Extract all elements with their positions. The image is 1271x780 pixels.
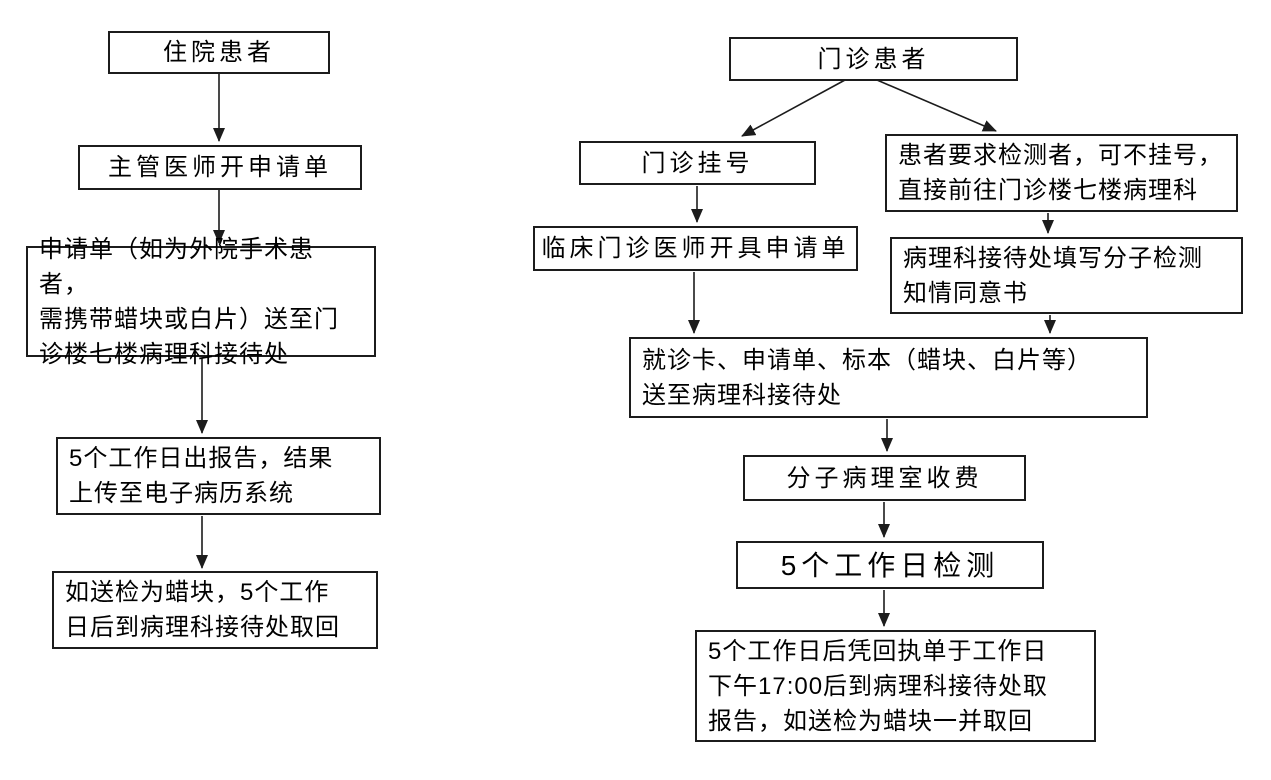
node-attending-doctor-request-label: 主管医师开申请单 bbox=[108, 154, 332, 181]
node-outpatient: 门诊患者 bbox=[729, 37, 1018, 81]
arrow-r1-r2 bbox=[741, 79, 846, 137]
node-report-in-5-days-label: 5个工作日出报告，结果 上传至电子病历系统 bbox=[69, 445, 334, 507]
node-no-registration-option: 患者要求检测者，可不挂号， 直接前往门诊楼七楼病理科 bbox=[885, 134, 1238, 212]
node-outpatient-registration-label: 门诊挂号 bbox=[641, 149, 754, 177]
node-consent-form-label: 病理科接待处填写分子检测 知情同意书 bbox=[903, 244, 1203, 307]
node-attending-doctor-request: 主管医师开申请单 bbox=[78, 145, 362, 190]
node-molecular-pathology-payment-label: 分子病理室收费 bbox=[786, 464, 983, 492]
node-wax-block-return-label: 如送检为蜡块，5个工作 日后到病理科接待处取回 bbox=[65, 579, 340, 641]
node-testing-5-days: 5个工作日检测 bbox=[736, 541, 1044, 589]
node-clinic-doctor-request: 临床门诊医师开具申请单 bbox=[533, 226, 858, 271]
node-submit-materials-label: 就诊卡、申请单、标本（蜡块、白片等） 送至病理科接待处 bbox=[642, 346, 1092, 409]
node-request-form-delivery: 申请单（如为外院手术患者， 需携带蜡块或白片）送至门 诊楼七楼病理科接待处 bbox=[26, 236, 376, 368]
node-report-pickup: 5个工作日后凭回执单于工作日 下午17:00后到病理科接待处取 报告，如送检为蜡… bbox=[695, 630, 1096, 742]
node-outpatient-label: 门诊患者 bbox=[817, 45, 930, 73]
node-clinic-doctor-request-label: 临床门诊医师开具申请单 bbox=[541, 235, 850, 262]
node-molecular-pathology-payment: 分子病理室收费 bbox=[743, 455, 1026, 501]
node-request-form-delivery-label: 申请单（如为外院手术患者， 需携带蜡块或白片）送至门 诊楼七楼病理科接待处 bbox=[39, 235, 339, 368]
node-inpatient-label: 住院患者 bbox=[163, 39, 275, 66]
node-wax-block-return: 如送检为蜡块，5个工作 日后到病理科接待处取回 bbox=[52, 571, 378, 649]
node-report-in-5-days: 5个工作日出报告，结果 上传至电子病历系统 bbox=[56, 437, 381, 515]
node-report-pickup-label: 5个工作日后凭回执单于工作日 下午17:00后到病理科接待处取 报告，如送检为蜡… bbox=[708, 637, 1049, 735]
node-consent-form: 病理科接待处填写分子检测 知情同意书 bbox=[890, 237, 1243, 314]
node-outpatient-registration: 门诊挂号 bbox=[579, 141, 816, 185]
node-no-registration-option-label: 患者要求检测者，可不挂号， 直接前往门诊楼七楼病理科 bbox=[898, 142, 1223, 204]
node-testing-5-days-label: 5个工作日检测 bbox=[780, 549, 1000, 581]
arrow-r1-r3 bbox=[876, 79, 997, 132]
node-submit-materials: 就诊卡、申请单、标本（蜡块、白片等） 送至病理科接待处 bbox=[629, 337, 1148, 418]
node-inpatient: 住院患者 bbox=[108, 31, 330, 74]
